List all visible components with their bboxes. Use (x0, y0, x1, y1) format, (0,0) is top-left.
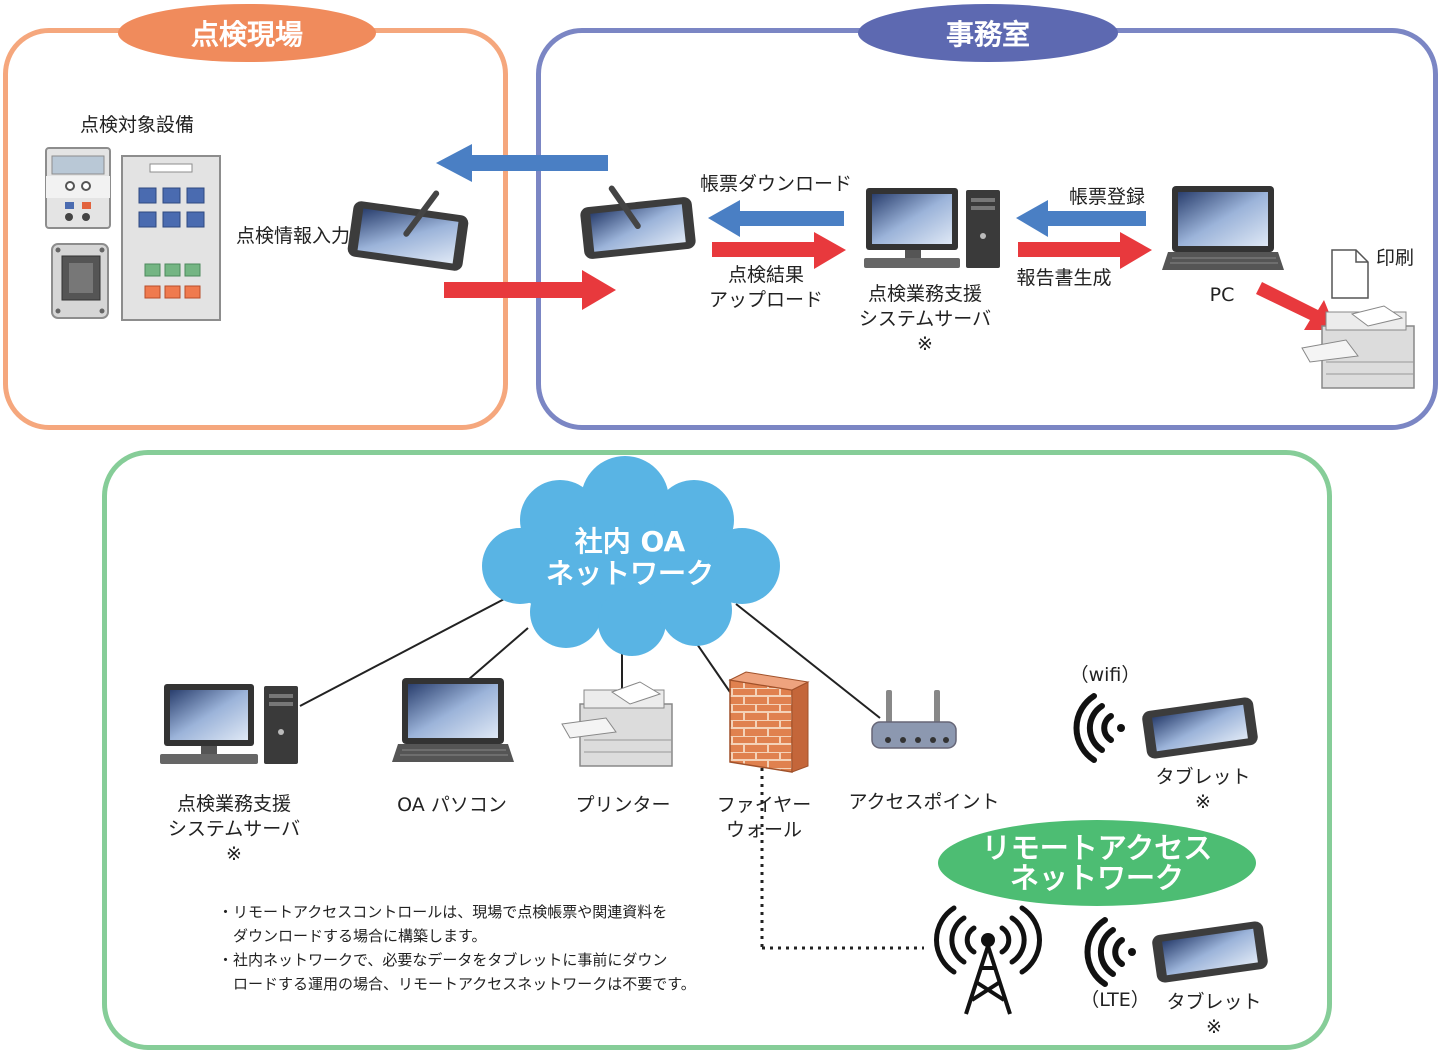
site-section-title: 点検現場 (118, 4, 376, 62)
lte-tablet-icon (1152, 921, 1268, 983)
oa-laptop-icon (392, 678, 514, 762)
access-point-icon (871, 690, 957, 749)
lte-tablet-label: タブレット ※ (1166, 991, 1262, 1038)
arrow-print (1256, 282, 1336, 330)
wifi-tablet-label: タブレット ※ (1155, 766, 1251, 813)
firewall-label: ファイヤー ウォール (716, 794, 812, 841)
network-printer-icon (561, 681, 673, 767)
remote-network-title: リモートアクセス ネットワーク (938, 820, 1256, 906)
network-server-label: 点検業務支援 システムサーバ ※ (167, 793, 301, 865)
lte-signal-icon (1084, 917, 1136, 987)
access-point-label: アクセスポイント (848, 791, 1000, 813)
laptop-pc-icon (1162, 186, 1284, 270)
report-generate-label: 報告書生成 (1016, 267, 1112, 289)
note-line: ロードする運用の場合、リモートアクセスネットワークは不要です。 (218, 975, 696, 993)
network-server-icon (160, 684, 298, 764)
arrow-upload-from-site (444, 270, 616, 310)
wifi-signal-icon (1073, 693, 1125, 763)
arrow-report-generate (1018, 232, 1152, 269)
note-line: ダウンロードする場合に構築します。 (218, 927, 487, 945)
input-label: 点検情報入力 (236, 225, 351, 247)
control-panel-icon (121, 155, 221, 321)
oa-cloud-icon (482, 456, 780, 656)
wifi-label: （wifi） (1069, 664, 1141, 686)
oa-network-label: 社内 OA ネットワーク (545, 525, 714, 590)
printer-label: プリンター (575, 794, 671, 816)
result-upload-label: 点検結果 アップロード (708, 264, 824, 311)
notes: ・リモートアクセスコントロールは、現場で点検帳票や関連資料を ダウンロードする場… (218, 900, 696, 996)
arrow-form-register (1016, 200, 1146, 237)
site-tablet-icon (347, 190, 469, 271)
note-line: ・リモートアクセスコントロールは、現場で点検帳票や関連資料を (218, 903, 668, 921)
lte-tower-icon (934, 905, 1042, 1015)
note-line: ・社内ネットワークで、必要なデータをタブレットに事前にダウン (218, 951, 668, 969)
equipment-label: 点検対象設備 (79, 114, 195, 136)
office-tablet-icon (580, 185, 696, 259)
wifi-tablet-icon (1142, 697, 1258, 759)
meter-box-icon (51, 243, 109, 319)
print-label: 印刷 (1376, 247, 1415, 269)
arrow-download-to-site (436, 144, 608, 182)
form-download-label: 帳票ダウンロード (699, 173, 853, 195)
firewall-icon (728, 671, 810, 773)
office-server-label: 点検業務支援 システムサーバ ※ (858, 283, 992, 355)
document-icon (1331, 249, 1369, 299)
office-server-icon (864, 188, 1000, 268)
control-box-icon (45, 147, 111, 229)
pc-label: PC (1209, 284, 1235, 306)
office-printer-icon (1301, 305, 1415, 389)
form-register-label: 帳票登録 (1068, 186, 1146, 208)
office-section-title: 事務室 (858, 4, 1118, 62)
arrow-result-upload (712, 232, 846, 269)
arrow-form-download (708, 200, 844, 237)
oa-pc-label: OA パソコン (397, 794, 507, 816)
lte-label: （LTE） (1080, 989, 1150, 1011)
